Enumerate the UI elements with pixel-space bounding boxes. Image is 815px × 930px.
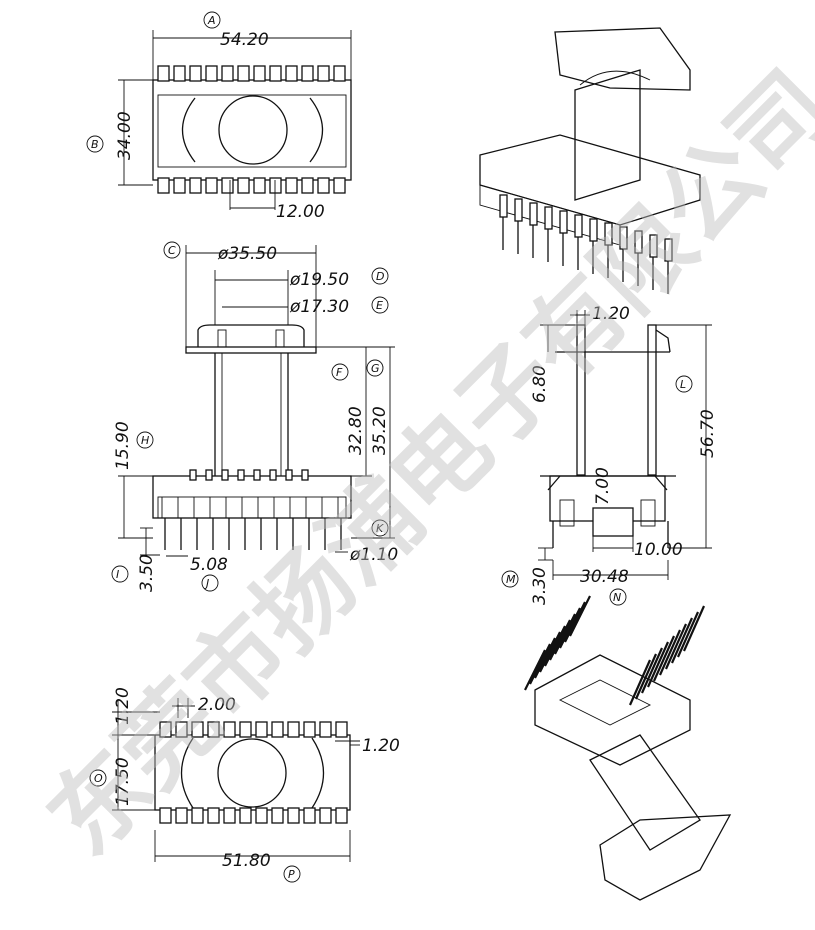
callout-e: E xyxy=(376,299,383,312)
dim-p-value: 51.80 xyxy=(222,851,271,871)
callout-o: O xyxy=(94,772,103,785)
callout-p: P xyxy=(288,868,295,881)
callout-n: M xyxy=(506,573,516,586)
callout-g: G xyxy=(371,362,380,375)
dim-f-value: 32.80 xyxy=(346,406,366,455)
callout-k: K xyxy=(376,522,384,535)
dim-a-value: 54.20 xyxy=(220,30,269,50)
dim-120-value: 1.20 xyxy=(592,304,630,324)
callout-h: H xyxy=(141,434,149,447)
dim-m-value: 30.48 xyxy=(580,567,629,587)
dim-200-value: 2.00 xyxy=(198,695,236,715)
dim-12-value: 12.00 xyxy=(276,202,325,222)
callout-c: C xyxy=(168,244,176,257)
side-view: 1.20 6.80 56.70 L 7.00 10.00 3.30 M 30.4… xyxy=(501,304,718,606)
dim-b-value: 34.00 xyxy=(115,111,135,160)
dim-i-value: 3.50 xyxy=(137,554,157,592)
callout-m: N xyxy=(613,591,621,604)
front-view: ø35.50 C ø19.50 D ø17.30 E 32.80 35.20 F… xyxy=(111,241,398,592)
callout-l: L xyxy=(680,378,686,391)
dim-1000-value: 10.00 xyxy=(634,540,683,560)
callout-j: J xyxy=(204,577,209,590)
bottom-view: 2.00 1.20 17.50 O 1.20 51.80 P xyxy=(89,687,400,883)
dim-d-value: ø19.50 xyxy=(289,270,349,290)
dim-l-value: 56.70 xyxy=(698,409,718,458)
dim-h-value: 15.90 xyxy=(113,421,133,470)
dim-k-value: ø1.10 xyxy=(349,545,398,565)
callout-b: B xyxy=(91,138,99,151)
dim-n-value: 3.30 xyxy=(530,567,550,605)
dim-g-value: 35.20 xyxy=(370,406,390,455)
isometric-view-bottom xyxy=(524,595,732,901)
callout-d: D xyxy=(376,270,384,283)
callout-f: F xyxy=(336,366,343,379)
isometric-view-top xyxy=(479,27,701,294)
callout-i: I xyxy=(116,568,119,581)
dim-700-value: 7.00 xyxy=(593,467,613,505)
watermark: 东莞市扬浦电子有限公司 xyxy=(27,50,815,876)
dim-c-value: ø35.50 xyxy=(217,244,277,264)
dim-120a-value: 1.20 xyxy=(113,687,133,725)
callout-a: A xyxy=(207,14,216,27)
dim-e-value: ø17.30 xyxy=(289,297,349,317)
top-view: 54.20 A 34.00 B 12.00 xyxy=(86,11,352,222)
dim-j-value: 5.08 xyxy=(190,555,228,575)
dim-120b-value: 1.20 xyxy=(362,736,400,756)
dim-o-value: 17.50 xyxy=(113,757,133,806)
dim-680-value: 6.80 xyxy=(530,365,550,403)
